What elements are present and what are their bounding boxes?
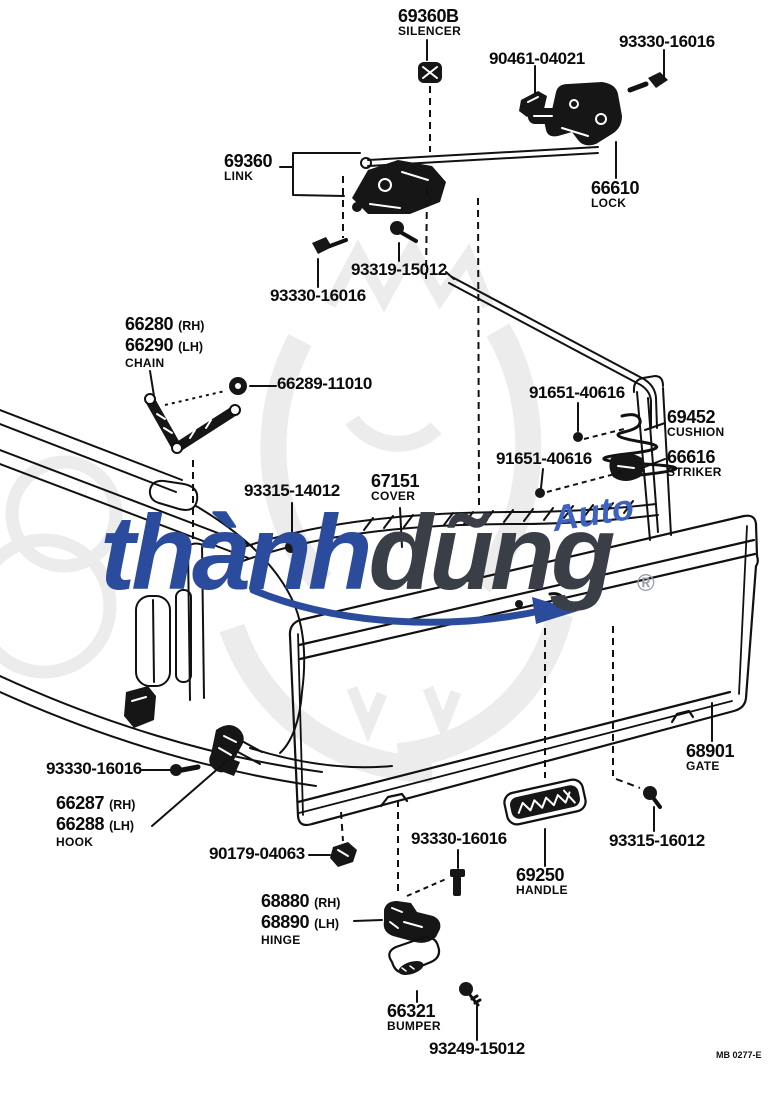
part-number-lh: 66290 xyxy=(125,335,174,355)
label-link: 69360 LINK xyxy=(224,152,272,183)
label-bolt-link: 93330-16016 xyxy=(270,287,366,305)
part-number-lh: 66288 xyxy=(56,814,105,834)
part-number: 66610 xyxy=(591,178,640,198)
label-clip-striker-lower: 91651-40616 xyxy=(496,450,592,468)
part-number-rh: 66287 xyxy=(56,793,105,813)
part-number: 90179-04063 xyxy=(209,844,305,863)
lh-marker: (LH) xyxy=(314,917,340,931)
part-number: 93330-16016 xyxy=(270,286,366,305)
label-hook: 66287 (RH) 66288 (LH) HOOK xyxy=(56,794,135,849)
label-grommet: 66289-11010 xyxy=(277,375,372,393)
label-clip-striker-upper: 91651-40616 xyxy=(529,384,625,402)
part-number: 69360 xyxy=(224,151,273,171)
part-number: 68901 xyxy=(686,741,735,761)
part-number: 67151 xyxy=(371,471,420,491)
part-number: 66616 xyxy=(667,447,716,467)
rh-marker: (RH) xyxy=(178,319,205,333)
label-hinge: 68880 (RH) 68890 (LH) HINGE xyxy=(261,892,340,947)
label-bolt-cover: 93315-14012 xyxy=(244,482,340,500)
gate-panel xyxy=(288,514,759,827)
leader-lines xyxy=(141,39,713,1041)
hinge-and-bottom-parts xyxy=(330,786,662,1007)
handle-part xyxy=(503,778,587,826)
hook-part xyxy=(124,686,244,776)
part-number: 91651-40616 xyxy=(496,449,592,468)
part-number-rh-row: 68880 (RH) xyxy=(261,892,340,913)
part-name: CHAIN xyxy=(125,356,165,370)
part-number: 66289-11010 xyxy=(277,374,372,393)
part-name: HOOK xyxy=(56,835,94,849)
part-name: SILENCER xyxy=(398,24,462,38)
drawing-code: MB 0277-E xyxy=(716,1050,762,1060)
lock-link-mechanism xyxy=(312,62,668,254)
dashed-assembly-lines xyxy=(164,86,641,897)
part-name: LOCK xyxy=(591,196,627,210)
label-lock: 66610 LOCK xyxy=(591,179,639,210)
label-bolt-hinge: 93330-16016 xyxy=(411,830,507,848)
label-bolt-hook: 93330-16016 xyxy=(46,760,142,778)
part-number-lh-row: 66290 (LH) xyxy=(125,336,204,357)
part-number: 91651-40616 xyxy=(529,383,625,402)
label-chain: 66280 (RH) 66290 (LH) CHAIN xyxy=(125,315,204,370)
label-clip-top: 90461-04021 xyxy=(489,50,585,68)
truck-bed-structure xyxy=(0,409,393,787)
part-name: COVER xyxy=(371,489,416,503)
part-number: 93330-16016 xyxy=(411,829,507,848)
label-cushion: 69452 CUSHION xyxy=(667,408,724,439)
part-number-rh-row: 66280 (RH) xyxy=(125,315,204,336)
label-bolt-top-right: 93330-16016 xyxy=(619,33,715,51)
watermark-ghost-graphic xyxy=(0,235,573,783)
label-bolt-bumper: 93249-15012 xyxy=(429,1040,525,1058)
part-name: CUSHION xyxy=(667,425,725,439)
part-number: 69250 xyxy=(516,865,565,885)
part-number: 93249-15012 xyxy=(429,1039,525,1058)
part-number: 93330-16016 xyxy=(46,759,142,778)
part-name: BUMPER xyxy=(387,1019,441,1033)
label-silencer: 69360B SILENCER xyxy=(398,7,461,38)
watermark-brand: thànhdũng xyxy=(100,497,616,609)
cover-part xyxy=(231,500,659,563)
part-number-lh-row: 68890 (LH) xyxy=(261,913,340,934)
part-number: 90461-04021 xyxy=(489,49,585,68)
part-number-lh-row: 66288 (LH) xyxy=(56,815,135,836)
part-number-rh-row: 66287 (RH) xyxy=(56,794,135,815)
part-name: HINGE xyxy=(261,933,301,947)
label-handle: 69250 HANDLE xyxy=(516,866,568,897)
part-number-lh: 68890 xyxy=(261,912,310,932)
part-name: HANDLE xyxy=(516,883,568,897)
label-screw-link: 93319-15012 xyxy=(351,261,447,279)
part-number: 69452 xyxy=(667,407,716,427)
part-number: 93315-14012 xyxy=(244,481,340,500)
part-number: 66321 xyxy=(387,1001,436,1021)
watermark-brand-part2: dũng xyxy=(368,494,616,612)
label-gate: 68901 GATE xyxy=(686,742,734,773)
rh-marker: (RH) xyxy=(314,896,341,910)
lh-marker: (LH) xyxy=(178,340,204,354)
label-striker: 66616 STRIKER xyxy=(667,448,722,479)
lh-marker: (LH) xyxy=(109,819,135,833)
part-name: LINK xyxy=(224,169,254,183)
part-number: 93319-15012 xyxy=(351,260,447,279)
label-bolt-gate: 93315-16012 xyxy=(609,832,705,850)
rh-marker: (RH) xyxy=(109,798,136,812)
part-number: 93315-16012 xyxy=(609,831,705,850)
registered-trademark-icon: ® xyxy=(637,570,655,597)
part-number: 69360B xyxy=(398,6,459,26)
watermark-swoosh-arrow xyxy=(249,586,578,626)
part-name: GATE xyxy=(686,759,720,773)
label-cover: 67151 COVER xyxy=(371,472,419,503)
part-number-rh: 68880 xyxy=(261,891,310,911)
label-bumper: 66321 BUMPER xyxy=(387,1002,441,1033)
part-number-rh: 66280 xyxy=(125,314,174,334)
chain-part xyxy=(144,377,247,454)
label-nut-hinge: 90179-04063 xyxy=(209,845,305,863)
part-number: 93330-16016 xyxy=(619,32,715,51)
watermark-brand-part1: thành xyxy=(100,494,372,612)
part-name: STRIKER xyxy=(667,465,722,479)
